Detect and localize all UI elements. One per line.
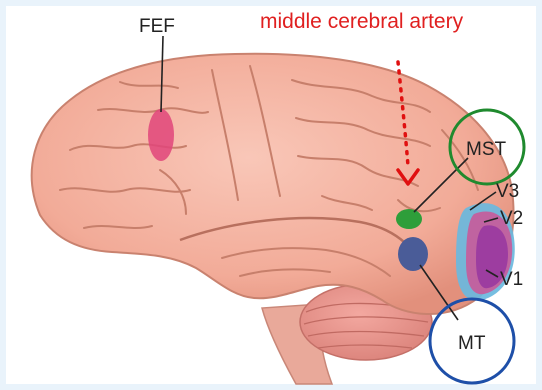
label-mst: MST [466, 139, 507, 160]
label-v3: V3 [496, 181, 519, 202]
label-v1: V1 [500, 269, 523, 290]
label-fef: FEF [139, 16, 175, 37]
label-mt: MT [458, 333, 486, 354]
label-v2: V2 [500, 208, 523, 229]
area-mt [398, 237, 428, 271]
area-mst [396, 209, 422, 229]
area-fef [148, 109, 174, 161]
artery-title: middle cerebral artery [260, 10, 464, 33]
